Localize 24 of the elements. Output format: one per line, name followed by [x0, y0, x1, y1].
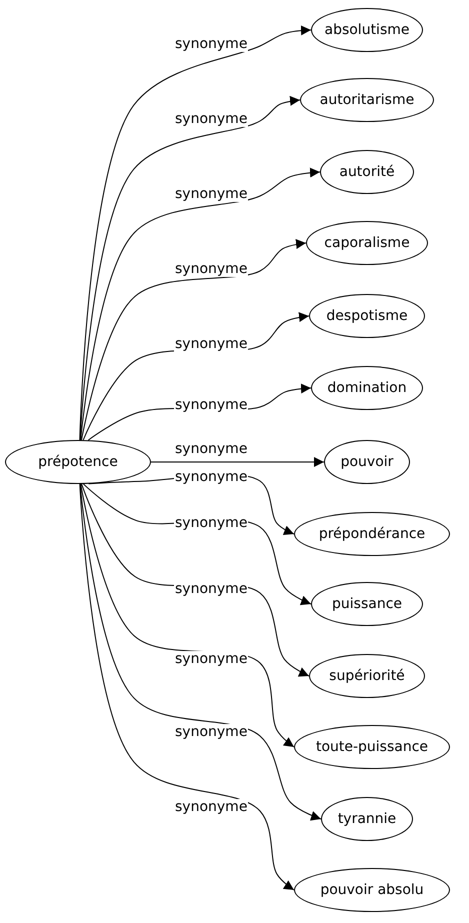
node-label: caporalisme: [324, 235, 410, 251]
node-label: pouvoir absolu: [320, 882, 424, 898]
node-label: absolutisme: [324, 22, 410, 38]
arrow: [79, 484, 294, 890]
edge-label: synonyme: [174, 651, 248, 667]
edge-label: synonyme: [174, 724, 248, 740]
edge-label: synonyme: [174, 799, 248, 815]
node-label: despotisme: [326, 308, 408, 324]
node-label: prépondérance: [318, 526, 426, 542]
node-label: prépotence: [38, 454, 118, 470]
node-label: pouvoir: [340, 454, 394, 470]
arrow: [80, 484, 322, 821]
node-label: tyrannie: [338, 811, 396, 827]
edge-label: synonyme: [174, 581, 248, 597]
arrow: [80, 96, 300, 440]
arrow: [80, 239, 306, 441]
node-label: toute-puissance: [316, 739, 428, 755]
arrow: [80, 168, 320, 441]
node-label: supériorité: [329, 668, 405, 684]
node-label: autoritarisme: [320, 92, 414, 108]
node-label: puissance: [332, 596, 402, 612]
node-label: autorité: [339, 164, 395, 180]
arrow: [150, 457, 324, 467]
node-label: domination: [327, 380, 407, 396]
